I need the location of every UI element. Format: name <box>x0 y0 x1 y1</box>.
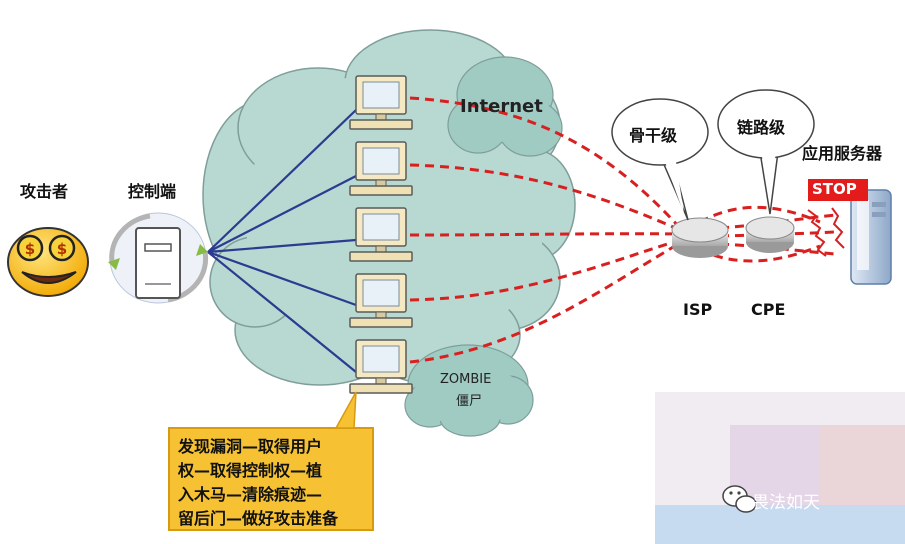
zombie-computer-icon <box>349 273 413 328</box>
callout-line: 权—取得控制权—植 <box>178 461 323 480</box>
callout-line: 入木马—清除痕迹— <box>178 485 323 504</box>
attack-lines <box>409 96 836 364</box>
cpe-label: CPE <box>751 300 786 319</box>
zombie-computer-icon <box>349 141 413 196</box>
internet-label: Internet <box>460 96 543 117</box>
decorative-background-blocks <box>655 392 905 544</box>
callout-line: 留后门—做好攻击准备 <box>178 509 339 528</box>
watermark-text: 畏法如天 <box>752 493 820 513</box>
stop-sign-icon <box>808 179 868 201</box>
router-icon-cpe <box>745 216 795 253</box>
svg-text:$: $ <box>57 240 67 258</box>
backbone-label: 骨干级 <box>629 126 678 145</box>
server-label: 应用服务器 <box>802 144 883 163</box>
wechat-logo-icon <box>722 485 757 513</box>
stop-label: STOP <box>812 180 857 198</box>
control-lines <box>207 109 357 373</box>
router-icon-isp <box>671 217 729 258</box>
link-bubble <box>717 89 815 215</box>
controller-label: 控制端 <box>128 182 177 201</box>
attacker-face-icon: $ $ <box>7 227 89 297</box>
impact-zigzag <box>807 207 845 257</box>
zombie-computer-icon <box>349 207 413 262</box>
link-label: 链路级 <box>737 118 786 137</box>
attacker-label: 攻击者 <box>20 182 69 201</box>
isp-label: ISP <box>683 300 713 319</box>
svg-text:$: $ <box>25 240 35 258</box>
attack-steps-callout: 发现漏洞—取得用户 权—取得控制权—植 入木马—清除痕迹— 留后门—做好攻击准备 <box>168 427 374 531</box>
app-server-icon <box>850 189 892 285</box>
zombie-computers <box>349 75 413 394</box>
zombie-computer-icon <box>349 75 413 130</box>
controller-server-icon <box>108 212 209 304</box>
zombie-label-cn: 僵尸 <box>456 394 483 409</box>
zombie-label-en: ZOMBIE <box>440 372 492 387</box>
backbone-bubble <box>611 98 709 221</box>
zombie-computer-icon <box>349 339 413 394</box>
callout-line: 发现漏洞—取得用户 <box>178 437 323 456</box>
